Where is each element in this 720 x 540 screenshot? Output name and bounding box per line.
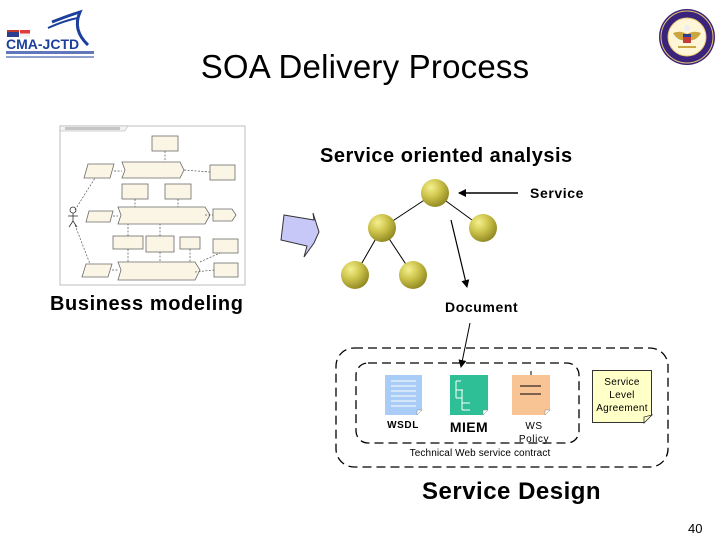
technical-contract-label: Technical Web service contract (409, 448, 551, 459)
service-node-left-right-leaf (399, 261, 427, 289)
ws-policy-label: WS Policy (508, 420, 560, 446)
right-arrow-icon (280, 212, 320, 258)
sla-line-2: Level (609, 390, 635, 401)
service-node-right-child (469, 214, 497, 242)
wsdl-document-icon (385, 375, 423, 416)
tree-edge (354, 227, 383, 276)
document-to-contract-arrow (458, 322, 471, 368)
thumbnail-box (212, 208, 237, 222)
service-node-left-child (368, 214, 396, 242)
service-oriented-analysis-label: Service oriented analysis (320, 145, 573, 167)
actor-icon (68, 206, 78, 228)
miem-label: MIEM (449, 419, 489, 435)
service-node-left-left-leaf (341, 261, 369, 289)
page-number: 40 (688, 521, 703, 536)
us-flag-icon (7, 30, 19, 37)
thumbnail-box (81, 263, 113, 278)
miem-document-icon (450, 375, 489, 416)
wsdl-label: WSDL (387, 420, 419, 431)
thumbnail-box (213, 262, 239, 278)
service-label: Service (530, 185, 585, 201)
sla-text: Service Level Agreement (593, 376, 651, 415)
thumbnail-box (121, 183, 149, 200)
tree-structure-icon (455, 380, 470, 411)
thumbnail-frame (59, 125, 246, 286)
ws-policy-label-line-2: Policy (518, 434, 550, 445)
thumbnail-box (151, 135, 179, 152)
sla-line-3: Agreement (596, 403, 648, 414)
thumbnail-box (117, 206, 211, 225)
slide-title: SOA Delivery Process (200, 48, 530, 85)
thumbnail-box (83, 163, 115, 179)
page-fold-icon (643, 414, 654, 424)
service-design-label: Service Design (422, 478, 602, 505)
ws-policy-label-line-1: WS (525, 421, 543, 432)
thumbnail-box (145, 235, 175, 253)
thumbnail-box (209, 164, 236, 181)
thumbnail-box (164, 183, 192, 200)
business-modeling-label: Business modeling (50, 293, 244, 315)
service-node-root (421, 179, 449, 207)
document-pointer-arrow (450, 219, 470, 288)
service-level-agreement-note: Service Level Agreement (592, 370, 654, 424)
thumbnail-box (121, 161, 185, 179)
thumbnail-box (112, 235, 144, 250)
document-label: Document (445, 299, 519, 315)
sla-line-1: Service (604, 377, 640, 388)
thumbnail-box (117, 261, 201, 281)
thumbnail-box (85, 210, 114, 223)
tree-edge (381, 192, 436, 229)
tree-edge (381, 227, 414, 276)
sg-flag-icon (20, 30, 30, 34)
thumbnail-box (179, 236, 201, 250)
tree-edge (434, 192, 484, 229)
thumbnail-box (212, 238, 239, 254)
ws-policy-document-icon (512, 371, 551, 416)
